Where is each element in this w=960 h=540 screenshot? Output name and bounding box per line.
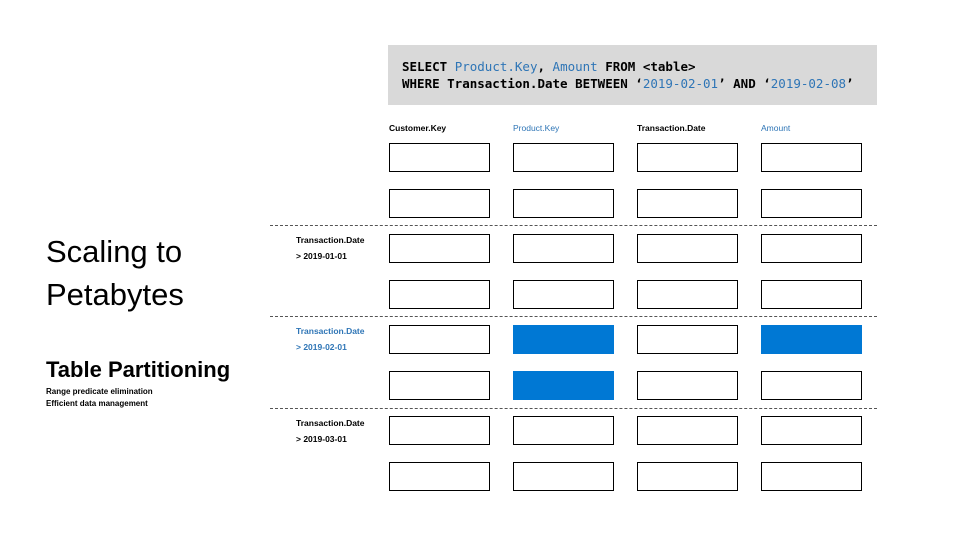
table-cell <box>513 143 614 172</box>
partition-condition: > 2019-01-01 <box>296 251 347 261</box>
sql-text: , <box>537 59 553 74</box>
table-cell <box>761 280 862 309</box>
partition-field: Transaction.Date <box>296 418 365 428</box>
partition-divider <box>270 225 877 226</box>
table-cell <box>389 143 490 172</box>
table-cell <box>513 189 614 218</box>
table-cell <box>637 416 738 445</box>
sql-text: WHERE Transaction.Date BETWEEN ‘ <box>402 76 643 91</box>
partition-condition: > 2019-02-01 <box>296 342 347 352</box>
title-line-1: Scaling to <box>46 234 183 269</box>
table-cell <box>637 462 738 491</box>
table-cell <box>761 143 862 172</box>
sql-keyword: SELECT <box>402 59 455 74</box>
sql-column-ref: Amount <box>552 59 598 74</box>
partition-label-1: Transaction.Date > 2019-01-01 <box>296 232 365 264</box>
table-cell <box>513 462 614 491</box>
partition-condition: > 2019-03-01 <box>296 434 347 444</box>
table-cell <box>637 325 738 354</box>
table-cell <box>761 371 862 400</box>
table-cell <box>513 234 614 263</box>
table-cell <box>637 371 738 400</box>
partition-label-2: Transaction.Date > 2019-02-01 <box>296 323 365 355</box>
table-cell <box>637 143 738 172</box>
table-cell <box>761 462 862 491</box>
table-cell <box>389 234 490 263</box>
sql-line-2: WHERE Transaction.Date BETWEEN ‘2019-02-… <box>402 76 854 91</box>
table-cell <box>761 416 862 445</box>
selected-cell <box>513 325 614 354</box>
table-cell <box>761 234 862 263</box>
title-line-2: Petabytes <box>46 277 184 312</box>
table-cell <box>513 280 614 309</box>
table-cell <box>389 371 490 400</box>
table-cell <box>761 189 862 218</box>
slide-title: Scaling to Petabytes <box>46 230 184 316</box>
column-header-amount: Amount <box>761 123 791 133</box>
sql-query-box: SELECT Product.Key, Amount FROM <table> … <box>388 45 877 105</box>
sql-text: ’ <box>846 76 854 91</box>
bullet-item: Efficient data management <box>46 399 148 408</box>
sql-date-literal: 2019-02-08 <box>770 76 847 91</box>
column-header-transaction-date: Transaction.Date <box>637 123 706 133</box>
table-cell <box>389 462 490 491</box>
sql-column-ref: Product.Key <box>454 59 538 74</box>
selected-cell <box>761 325 862 354</box>
bullet-list: Range predicate elimination Efficient da… <box>46 386 153 410</box>
sql-text: FROM <table> <box>597 59 696 74</box>
partition-field: Transaction.Date <box>296 326 365 336</box>
sql-line-1: SELECT Product.Key, Amount FROM <table> <box>402 59 696 74</box>
table-cell <box>637 234 738 263</box>
table-cell <box>389 189 490 218</box>
table-cell <box>389 416 490 445</box>
table-cell <box>389 325 490 354</box>
bullet-item: Range predicate elimination <box>46 387 153 396</box>
table-cell <box>513 416 614 445</box>
partition-divider <box>270 408 877 409</box>
selected-cell <box>513 371 614 400</box>
sql-text: ’ AND ‘ <box>718 76 771 91</box>
section-heading: Table Partitioning <box>46 357 231 382</box>
partition-label-3: Transaction.Date > 2019-03-01 <box>296 415 365 447</box>
partition-field: Transaction.Date <box>296 235 365 245</box>
column-header-customer-key: Customer.Key <box>389 123 447 133</box>
column-header-product-key: Product.Key <box>513 123 560 133</box>
table-cell <box>389 280 490 309</box>
partition-divider <box>270 316 877 317</box>
table-cell <box>637 189 738 218</box>
table-cell <box>637 280 738 309</box>
sql-date-literal: 2019-02-01 <box>642 76 719 91</box>
